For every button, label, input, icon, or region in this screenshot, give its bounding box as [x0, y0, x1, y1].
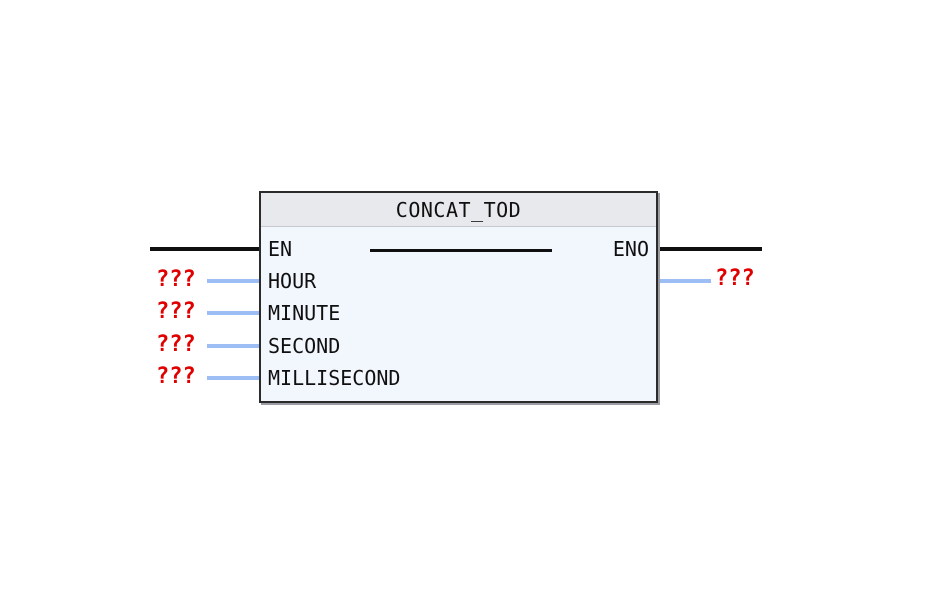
wire-en-input[interactable] [150, 247, 261, 251]
wire-input-millisecond[interactable] [207, 376, 261, 380]
operand-input-minute[interactable]: ??? [156, 299, 196, 324]
operand-input-millisecond[interactable]: ??? [156, 364, 196, 389]
pin-label-millisecond: MILLISECOND [268, 366, 401, 390]
wire-input-second[interactable] [207, 344, 261, 348]
wire-input-minute[interactable] [207, 311, 261, 315]
operand-input-second[interactable]: ??? [156, 332, 196, 357]
pin-label-hour: HOUR [268, 269, 317, 293]
pin-label-second: SECOND [268, 334, 341, 358]
function-block-divider [370, 249, 552, 252]
pin-label-en: EN [268, 237, 293, 261]
wire-output-result[interactable] [657, 279, 711, 283]
operand-output-result[interactable]: ??? [715, 266, 755, 291]
function-block-title: CONCAT_TOD [395, 197, 522, 222]
function-block-concat-tod[interactable]: CONCAT_TOD EN ENO HOUR MINUTE SECOND MIL… [259, 191, 658, 403]
function-block-header: CONCAT_TOD [261, 193, 656, 227]
wire-eno-output[interactable] [657, 247, 762, 251]
pin-label-minute: MINUTE [268, 301, 341, 325]
operand-input-hour[interactable]: ??? [156, 267, 196, 292]
pin-label-eno: ENO [612, 237, 649, 261]
wire-input-hour[interactable] [207, 279, 261, 283]
